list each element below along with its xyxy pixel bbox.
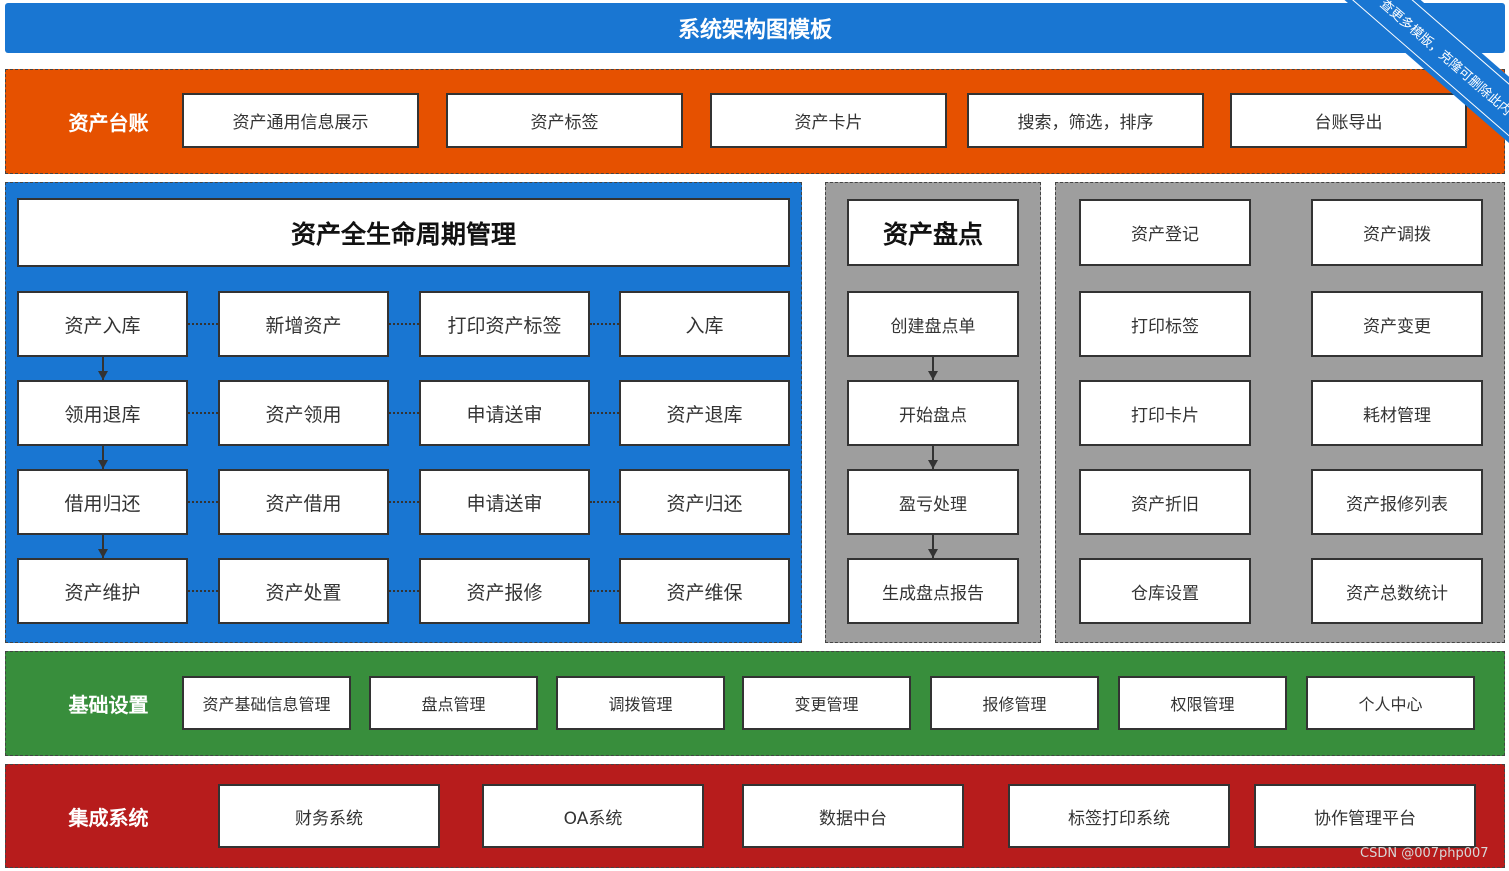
lifecycle-node: 资产处置	[218, 558, 389, 624]
function-node: 资产调拨	[1311, 199, 1483, 266]
dotted-connector	[590, 590, 619, 592]
function-node: 仓库设置	[1079, 558, 1251, 624]
function-node: 资产变更	[1311, 291, 1483, 357]
integration-node: 协作管理平台	[1254, 784, 1476, 848]
function-node: 资产登记	[1079, 199, 1251, 266]
basic-settings-section: 基础设置 资产基础信息管理 盘点管理 调拨管理 变更管理 报修管理 权限管理 个…	[5, 651, 1505, 756]
flow-arrow-down	[98, 357, 108, 380]
flow-arrow-down	[928, 535, 938, 558]
flow-arrow-down	[928, 357, 938, 380]
dotted-connector	[389, 412, 419, 414]
dotted-connector	[389, 590, 419, 592]
integration-node: 标签打印系统	[1008, 784, 1230, 848]
inventory-step: 创建盘点单	[847, 291, 1019, 357]
ribbon-band[interactable]: 查更多模版，克隆可删除此内	[1330, 0, 1509, 150]
dotted-connector	[389, 501, 419, 503]
lifecycle-node: 资产领用	[218, 380, 389, 446]
dotted-connector	[590, 323, 619, 325]
lifecycle-node: 入库	[619, 291, 790, 357]
ledger-node-search-filter-sort: 搜索，筛选，排序	[967, 93, 1204, 148]
diagram-title: 系统架构图模板	[677, 18, 832, 43]
inventory-step: 开始盘点	[847, 380, 1019, 446]
lifecycle-node: 资产维护	[17, 558, 188, 624]
integration-node: OA系统	[482, 784, 704, 848]
template-ribbon[interactable]: 查更多模版，克隆可删除此内	[1330, 0, 1509, 150]
integration-section: 集成系统 财务系统 OA系统 数据中台 标签打印系统 协作管理平台	[5, 764, 1505, 868]
functions-section: 资产登记 打印标签 打印卡片 资产折旧 仓库设置 资产调拨 资产变更 耗材管理 …	[1055, 182, 1505, 643]
ledger-node-export: 台账导出	[1230, 93, 1467, 148]
dotted-connector	[590, 501, 619, 503]
lifecycle-node: 资产退库	[619, 380, 790, 446]
lifecycle-node: 资产报修	[419, 558, 590, 624]
inventory-title: 资产盘点	[847, 199, 1019, 266]
dotted-connector	[188, 323, 218, 325]
integration-node: 数据中台	[742, 784, 964, 848]
settings-node: 个人中心	[1306, 676, 1475, 730]
basic-settings-label: 基础设置	[68, 693, 149, 717]
inventory-section: 资产盘点 创建盘点单 开始盘点 盈亏处理 生成盘点报告	[825, 182, 1041, 643]
asset-ledger-label: 资产台账	[68, 111, 149, 135]
integration-label: 集成系统	[68, 805, 149, 830]
lifecycle-node: 申请送审	[419, 380, 590, 446]
flow-arrow-down	[928, 446, 938, 469]
lifecycle-node: 资产入库	[17, 291, 188, 357]
ribbon-text[interactable]: 查更多模版，克隆可删除此内	[1330, 0, 1509, 150]
lifecycle-node: 领用退库	[17, 380, 188, 446]
settings-node: 调拨管理	[556, 676, 725, 730]
diagram-title-bar: 系统架构图模板	[5, 3, 1505, 53]
lifecycle-node: 新增资产	[218, 291, 389, 357]
dotted-connector	[188, 412, 218, 414]
integration-node: 财务系统	[218, 784, 440, 848]
dotted-connector	[188, 590, 218, 592]
settings-node: 盘点管理	[369, 676, 538, 730]
function-node: 打印卡片	[1079, 380, 1251, 446]
csdn-watermark: CSDN @007php007	[1360, 846, 1489, 861]
asset-ledger-section: 资产台账 资产通用信息展示 资产标签 资产卡片 搜索，筛选，排序 台账导出	[5, 69, 1505, 174]
lifecycle-node: 资产归还	[619, 469, 790, 535]
function-node: 打印标签	[1079, 291, 1251, 357]
settings-node: 报修管理	[930, 676, 1099, 730]
lifecycle-node: 申请送审	[419, 469, 590, 535]
inventory-step: 盈亏处理	[847, 469, 1019, 535]
ledger-node-info-display: 资产通用信息展示	[182, 93, 419, 148]
lifecycle-node: 资产借用	[218, 469, 389, 535]
function-node: 资产总数统计	[1311, 558, 1483, 624]
ledger-node-tags: 资产标签	[446, 93, 683, 148]
ledger-node-cards: 资产卡片	[710, 93, 947, 148]
dotted-connector	[389, 323, 419, 325]
function-node: 耗材管理	[1311, 380, 1483, 446]
flow-arrow-down	[98, 535, 108, 558]
dotted-connector	[590, 412, 619, 414]
function-node: 资产折旧	[1079, 469, 1251, 535]
settings-node: 变更管理	[742, 676, 911, 730]
settings-node: 权限管理	[1118, 676, 1287, 730]
lifecycle-node: 打印资产标签	[419, 291, 590, 357]
dotted-connector	[188, 501, 218, 503]
flow-arrow-down	[98, 446, 108, 469]
lifecycle-node: 借用归还	[17, 469, 188, 535]
settings-node: 资产基础信息管理	[182, 676, 351, 730]
lifecycle-title: 资产全生命周期管理	[17, 198, 790, 267]
function-node: 资产报修列表	[1311, 469, 1483, 535]
lifecycle-node: 资产维保	[619, 558, 790, 624]
lifecycle-section: 资产全生命周期管理 资产入库 新增资产 打印资产标签 入库 领用退库 资产领用 …	[5, 182, 802, 643]
inventory-step: 生成盘点报告	[847, 558, 1019, 624]
